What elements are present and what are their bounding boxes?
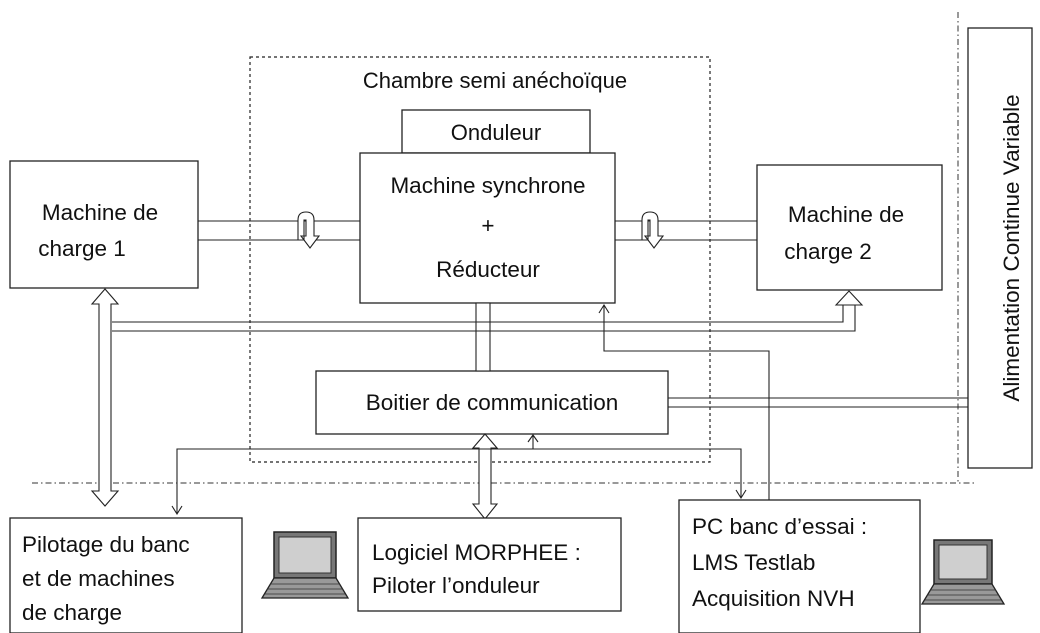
power-supply-label: Alimentation Continue Variable — [999, 94, 1024, 401]
pc-acquisition-line — [603, 305, 770, 500]
pc-label-3: Acquisition NVH — [692, 586, 855, 611]
load-machine-1-label-1: Machine de — [42, 200, 158, 225]
laptop-icon — [920, 539, 1006, 605]
chamber-label: Chambre semi anéchoïque — [363, 68, 627, 93]
bench-control-box — [9, 517, 243, 633]
inverter-label: Onduleur — [451, 120, 542, 145]
comm-box — [315, 370, 669, 435]
load-bus-inner — [112, 302, 856, 332]
load-machine-2-label-2: charge 2 — [784, 239, 872, 264]
rotation-arrow-icon — [641, 211, 665, 249]
comm-bus — [475, 302, 491, 372]
load-bus — [112, 302, 844, 323]
pc-box — [678, 499, 921, 633]
bench-control-label-3: de charge — [22, 600, 122, 625]
rotation-arrow-icon — [297, 211, 321, 249]
sync-machine-label-2: + — [481, 213, 494, 238]
morphee-box — [357, 517, 622, 612]
bench-control-label-2: et de machines — [22, 566, 175, 591]
load-machine-1-label-2: charge 1 — [38, 236, 126, 261]
signal-line — [176, 448, 742, 513]
sync-machine-box — [359, 152, 616, 304]
pc-label-2: LMS Testlab — [692, 550, 815, 575]
pc-label-1: PC banc d’essai : — [692, 514, 867, 539]
morphee-bus — [471, 433, 499, 520]
signal-arrow-bench — [171, 505, 183, 516]
laptop-icon — [260, 531, 350, 599]
pc-acquisition-arrow — [598, 303, 610, 314]
morphee-label-1: Logiciel MORPHEE : — [372, 540, 581, 565]
signal-arrow-pc — [735, 489, 747, 500]
bench-control-bus — [90, 288, 120, 507]
sync-machine-label-1: Machine synchrone — [390, 173, 585, 198]
bench-control-label-1: Pilotage du banc — [22, 532, 190, 557]
load-machine-1-box — [9, 160, 199, 289]
sync-machine-label-3: Réducteur — [436, 257, 540, 282]
comm-box-label: Boitier de communication — [366, 390, 619, 415]
load-bus-arrowhead — [834, 290, 864, 306]
load-machine-2-label-1: Machine de — [788, 202, 904, 227]
signal-up-arrow — [527, 434, 539, 449]
morphee-label-2: Piloter l’onduleur — [372, 573, 540, 598]
load-machine-2-box — [756, 164, 943, 291]
power-supply-box — [967, 27, 1033, 469]
